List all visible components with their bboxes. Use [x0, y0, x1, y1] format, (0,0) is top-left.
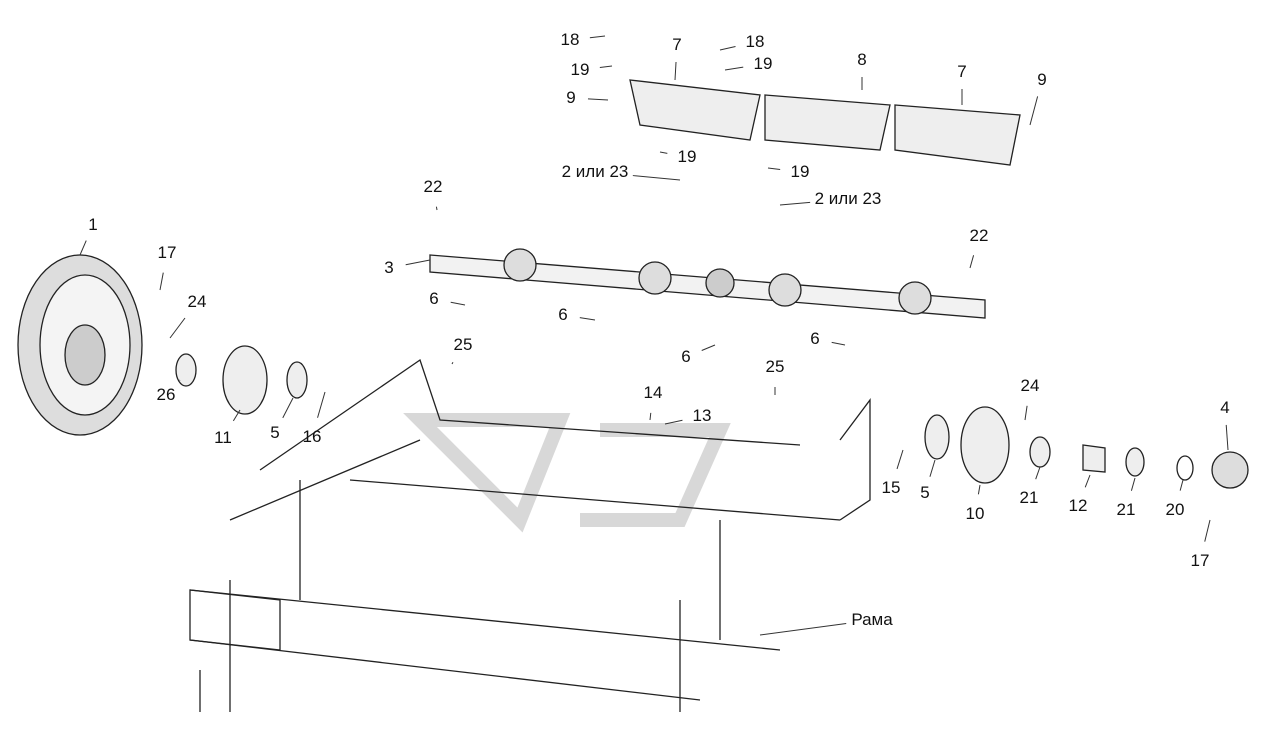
- callout-label: 17: [1190, 551, 1210, 570]
- callout-label: 9: [566, 88, 576, 107]
- leader-line: [1029, 96, 1039, 126]
- leader-line: [282, 397, 294, 419]
- callout-label: 9: [1037, 70, 1047, 89]
- callout-label: 22: [969, 226, 989, 245]
- callout-label: 3: [384, 258, 394, 277]
- cover-7b: [894, 104, 1021, 166]
- leader-line: [587, 98, 609, 101]
- callout-label: 24: [187, 292, 207, 311]
- leader-line: [719, 45, 736, 51]
- callout-label: 19: [570, 60, 590, 79]
- callout-label: 26: [156, 385, 176, 404]
- leader-line: [169, 317, 186, 339]
- callout-label: 7: [672, 35, 682, 54]
- callout-label: 21: [1116, 500, 1136, 519]
- frame: [189, 358, 871, 712]
- callout-label: 19: [790, 162, 810, 181]
- leader-line: [701, 344, 716, 351]
- callout-label: 2 или 23: [561, 162, 629, 181]
- leader-line: [1130, 477, 1136, 491]
- leader-line: [599, 65, 613, 69]
- leader-line: [232, 409, 241, 422]
- leader-line: [1179, 479, 1184, 491]
- leader-line: [451, 362, 454, 365]
- callout-label: 5: [270, 423, 280, 442]
- callout-label: 11: [214, 428, 232, 447]
- callout-label: 5: [920, 483, 930, 502]
- leader-line: [579, 317, 596, 321]
- leader-line: [929, 459, 936, 477]
- watermark-logo: [403, 413, 731, 533]
- callout-label: 14: [643, 383, 663, 402]
- callout-label: 19: [753, 54, 773, 73]
- callout-label: 24: [1020, 376, 1040, 395]
- callout-label: 2 или 23: [814, 189, 882, 208]
- callout-label: 6: [810, 329, 820, 348]
- callout-label: 25: [453, 335, 473, 354]
- leader-line: [969, 255, 975, 269]
- leader-line: [159, 272, 164, 291]
- callout-label: 6: [558, 305, 568, 324]
- callout-label: 20: [1165, 500, 1185, 519]
- leader-line: [1225, 424, 1229, 451]
- leader-line: [589, 35, 606, 39]
- callout-label: 6: [681, 347, 691, 366]
- leader-line: [896, 449, 904, 470]
- callout-label: 13: [692, 406, 712, 425]
- callout-label: Рама: [851, 610, 893, 629]
- callout-label: 17: [157, 243, 177, 262]
- callout-label: 8: [857, 50, 867, 69]
- callout-label: 21: [1019, 488, 1039, 507]
- leader-line: [1024, 405, 1028, 421]
- leader-line: [649, 412, 652, 421]
- callout-label: 16: [302, 427, 322, 446]
- leader-line: [977, 484, 981, 495]
- callout-label: 10: [965, 504, 985, 523]
- leader-line: [435, 206, 438, 211]
- cover-8: [764, 94, 891, 151]
- leader-line: [1035, 466, 1041, 480]
- leader-line: [405, 259, 431, 266]
- callout-label: 12: [1068, 496, 1088, 515]
- callout-label: 18: [560, 30, 580, 49]
- callout-label: 18: [745, 32, 765, 51]
- leader-line: [450, 301, 466, 306]
- leader-line: [674, 61, 677, 81]
- leader-line: [1084, 474, 1091, 488]
- callout-label: 4: [1220, 398, 1230, 417]
- leader-line: [659, 151, 668, 154]
- callout-label: 1: [88, 215, 98, 234]
- cover-7: [629, 79, 761, 141]
- callout-label: 22: [423, 177, 443, 196]
- leader-line: [759, 622, 847, 636]
- callout-label: 25: [765, 357, 785, 376]
- leader-line: [1204, 519, 1211, 542]
- callout-label: 7: [957, 62, 967, 81]
- leader-line: [79, 240, 87, 256]
- leader-lines: [79, 35, 1229, 636]
- leader-line: [664, 419, 683, 425]
- callout-label: 19: [677, 147, 697, 166]
- callout-label: 15: [881, 478, 901, 497]
- leader-line: [632, 175, 681, 181]
- leader-line: [767, 167, 781, 171]
- callout-label: 6: [429, 289, 439, 308]
- leader-line: [317, 391, 326, 418]
- leader-line: [724, 66, 744, 71]
- leader-line: [831, 341, 846, 346]
- leader-line: [779, 201, 811, 206]
